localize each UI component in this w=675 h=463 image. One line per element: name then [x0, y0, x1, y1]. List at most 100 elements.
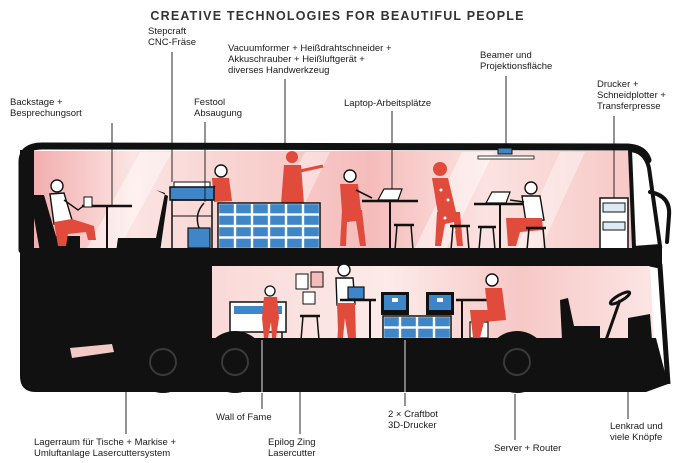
person-body	[281, 165, 304, 204]
person-torso	[432, 178, 456, 214]
person-torso	[485, 288, 505, 314]
label-line: viele Knöpfe	[610, 432, 663, 443]
dress-dot	[446, 198, 450, 202]
person-arm	[299, 164, 324, 173]
stool-leg	[410, 224, 414, 251]
label-craftbot: 2 × Craftbot 3D-Drucker	[388, 409, 438, 431]
lasercutter-lid	[234, 306, 282, 314]
label-line: 2 × Craftbot	[388, 409, 438, 420]
festool-extractor	[187, 202, 211, 249]
label-line: Wall of Fame	[216, 412, 272, 423]
window-glare	[414, 152, 494, 250]
person-body	[262, 297, 279, 338]
stool-leg	[478, 226, 482, 251]
person-torso	[212, 178, 232, 202]
label-stepcraft: Stepcraft CNC-Fräse	[148, 26, 196, 48]
stool-leg	[394, 224, 398, 251]
label-line: Lagerraum für Tische + Markise +	[34, 437, 177, 448]
label-line: Besprechungsort	[10, 108, 82, 119]
label-line: Umluftanlage Lasercuttersystem	[34, 448, 171, 459]
label-line: Epilog Zing	[268, 437, 316, 448]
label-line: Laptop-Arbeitsplätze	[344, 98, 432, 109]
label-line: Festool	[194, 97, 226, 108]
book	[83, 196, 93, 208]
person-head	[524, 181, 538, 195]
printer-nozzle	[392, 298, 398, 302]
steering-column	[604, 299, 622, 341]
person-head	[264, 285, 276, 297]
person-head	[337, 263, 351, 277]
chassis	[200, 338, 668, 392]
craftbot-3d-printer	[381, 292, 409, 315]
stool	[394, 223, 414, 251]
label-beamer: Beamer und Projektionsfläche	[480, 50, 552, 72]
leader-lines-below	[261, 393, 406, 409]
label-backstage: Backstage + Besprechungsort	[10, 97, 82, 119]
laptop-table	[362, 188, 418, 249]
laptop	[484, 191, 511, 204]
hub	[149, 348, 177, 376]
middle-wheel	[204, 331, 266, 393]
stool-leg	[466, 225, 470, 251]
label-line: Schneidplotter +	[597, 90, 666, 101]
driver-seat	[560, 298, 600, 340]
label-epilog: Epilog Zing Lasercutter	[268, 437, 316, 459]
person-pointing	[281, 151, 324, 204]
label-line: Transferpresse	[597, 101, 661, 112]
printer-window	[384, 295, 406, 310]
stepcraft-cnc	[169, 181, 215, 251]
stool-leg	[542, 227, 546, 251]
person-arm	[63, 199, 87, 211]
projection-screen	[477, 155, 535, 160]
extractor-body	[187, 227, 211, 249]
person-legs	[435, 212, 463, 246]
label-line: Lasercutter	[268, 448, 316, 459]
printer-nozzle	[437, 298, 443, 302]
label-drucker: Drucker + Schneidplotter + Transferpress…	[597, 79, 666, 112]
stool	[450, 224, 470, 251]
extractor-hose	[196, 202, 205, 229]
poster	[302, 291, 316, 305]
tyre	[204, 331, 266, 393]
hub	[221, 348, 249, 376]
cnc-bed	[169, 186, 215, 201]
label-line: Server + Router	[494, 443, 562, 454]
person-head	[433, 162, 447, 176]
side-mirror	[648, 190, 672, 244]
monitor	[347, 286, 365, 300]
driver-cockpit	[560, 290, 652, 341]
tool-shelving	[217, 202, 321, 250]
stool-leg	[492, 226, 496, 251]
poster	[295, 273, 309, 290]
printer-station	[599, 197, 629, 250]
person-arm	[355, 189, 373, 199]
label-line: Drucker +	[597, 79, 639, 90]
label-line: Akkuschrauber + Heißluftgerät +	[228, 54, 365, 65]
dress-dot	[443, 216, 447, 220]
craftbot-3d-printer	[426, 292, 454, 315]
person-head	[485, 273, 499, 287]
front-wheel	[486, 331, 548, 393]
wall-of-fame-posters	[295, 271, 324, 305]
printer-window	[429, 295, 451, 310]
label-line: Lenkrad und	[610, 421, 663, 432]
printer	[602, 202, 626, 213]
person-head	[286, 151, 298, 163]
person-at-lasercutter	[262, 285, 279, 338]
person-head	[214, 164, 228, 178]
person-sitting-server	[470, 273, 506, 338]
beamer	[497, 147, 513, 155]
person-laptop	[340, 169, 373, 246]
dress-dot	[439, 188, 443, 192]
stool	[478, 225, 496, 251]
transfer-press	[602, 221, 626, 231]
rear-wall-upper	[20, 150, 34, 250]
hub	[503, 348, 531, 376]
monitor-desk	[340, 286, 376, 340]
stool-leg	[300, 315, 304, 341]
label-wall-of-fame: Wall of Fame	[216, 412, 272, 423]
steering-wheel	[608, 290, 632, 306]
label-line: Vacuumformer + Heißdrahtschneider +	[228, 43, 392, 54]
upper-deck-interior	[34, 151, 645, 250]
